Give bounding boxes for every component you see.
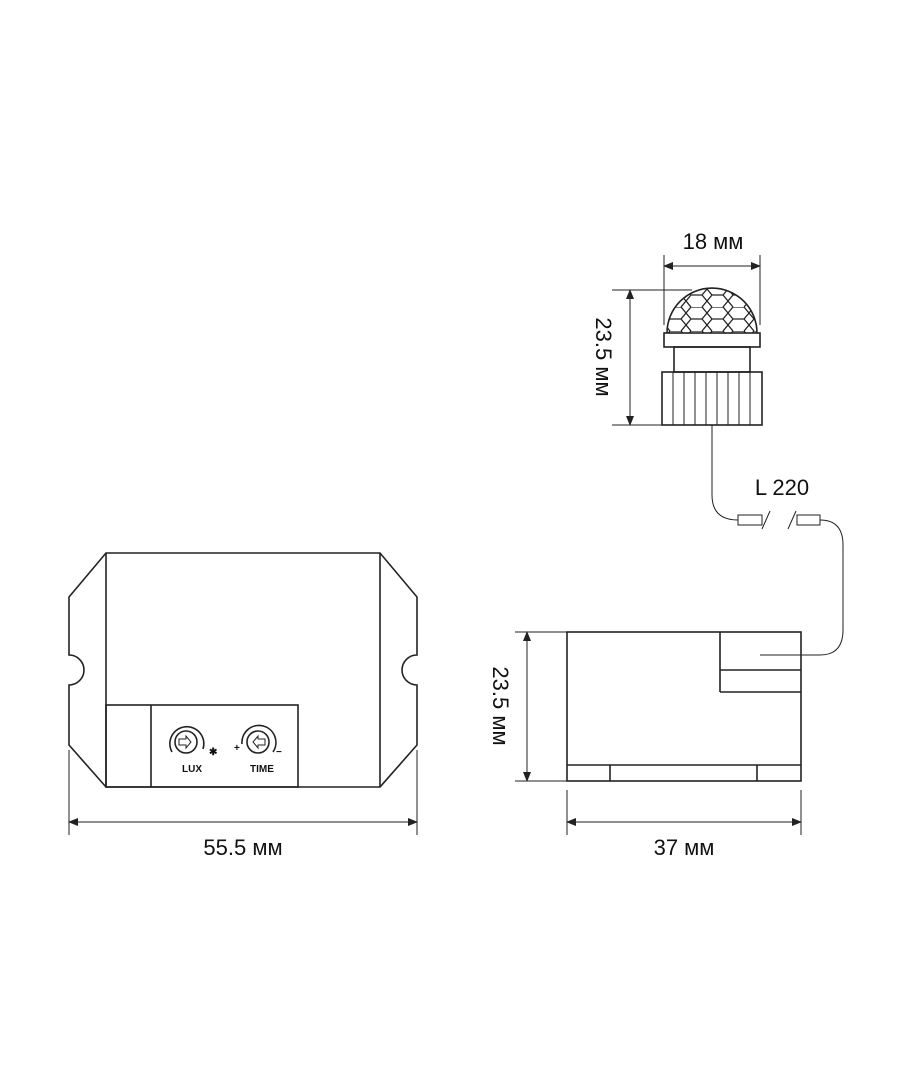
time-minus: − — [276, 747, 282, 758]
control-panel: ✱ + − LUX TIME — [105, 704, 299, 788]
lux-label: LUX — [182, 764, 202, 775]
width-dimension: 55.5 мм — [68, 750, 418, 860]
cable-length-label: L 220 — [755, 475, 809, 500]
side-height-label: 23.5 мм — [488, 666, 513, 745]
sensor-height-dimension: 23.5 мм — [591, 289, 692, 426]
time-label: TIME — [250, 764, 274, 775]
time-dial[interactable]: + − — [234, 724, 282, 758]
time-plus: + — [234, 743, 240, 754]
depth-label: 37 мм — [654, 835, 715, 860]
side-height-dimension: 23.5 мм — [488, 631, 567, 782]
sensor-cable: L 220 — [711, 425, 844, 656]
width-label: 55.5 мм — [203, 835, 282, 860]
depth-dimension: 37 мм — [566, 790, 802, 860]
pir-sensor-head: 18 мм 23.5 мм — [591, 229, 763, 426]
sensor-width-dimension: 18 мм — [663, 229, 761, 325]
main-unit-front-view: ✱ + − LUX TIME 55.5 мм — [68, 552, 418, 860]
sensor-width-label: 18 мм — [683, 229, 744, 254]
lux-dial[interactable]: ✱ — [169, 725, 218, 758]
main-unit-side-view: 23.5 мм 37 мм — [488, 631, 802, 860]
lux-bright-icon: ✱ — [209, 747, 218, 758]
sensor-height-label: 23.5 мм — [591, 317, 616, 396]
